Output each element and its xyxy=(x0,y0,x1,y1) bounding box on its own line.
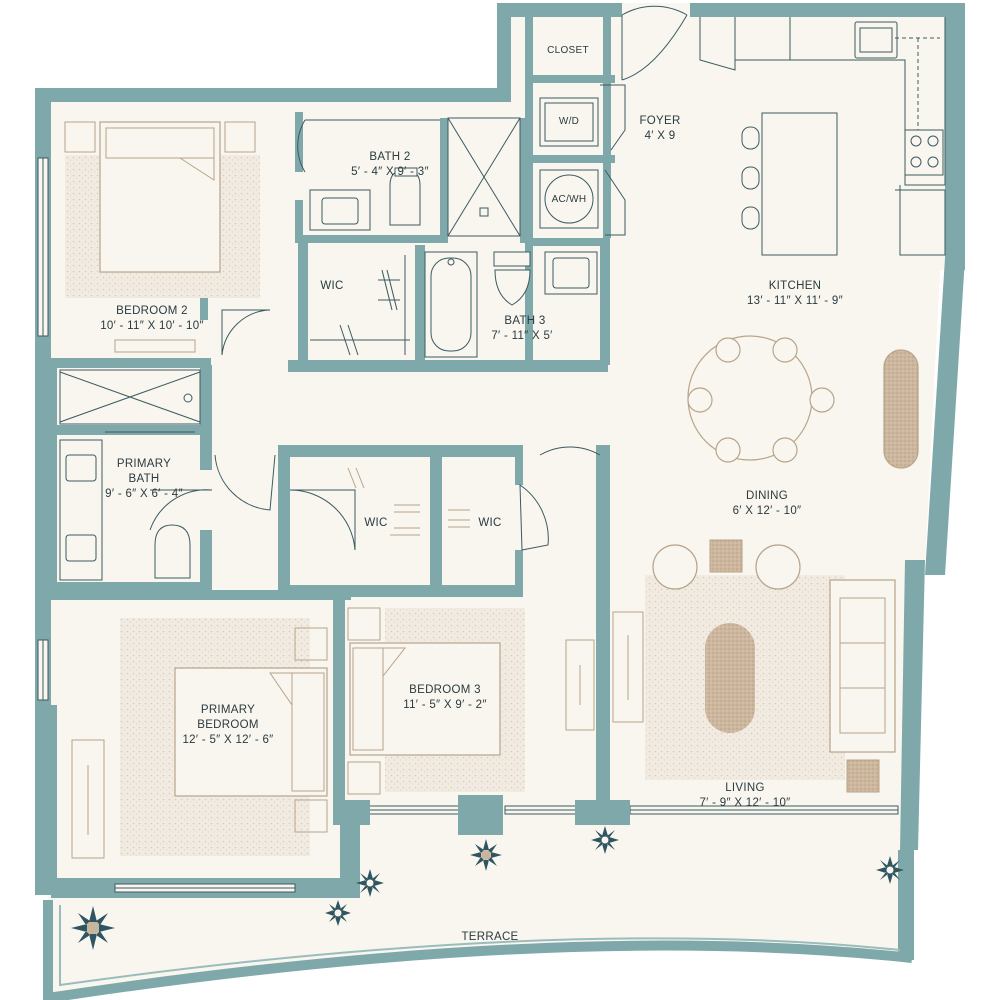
bedroom3-label: BEDROOM 3 xyxy=(409,684,481,696)
bath3-dims: 7′ - 11″ X 5′ xyxy=(491,330,552,342)
bath3-fixtures xyxy=(424,251,598,358)
kitchen-island xyxy=(741,112,838,256)
door-swings xyxy=(149,5,688,551)
wic-bed2-label: WIC xyxy=(320,280,343,292)
dining-label: DINING xyxy=(746,490,788,502)
primary-bedroom-label-2: BEDROOM xyxy=(197,719,259,731)
kitchen-label: KITCHEN xyxy=(769,280,822,292)
bath3-label: BATH 3 xyxy=(504,315,545,327)
primary-bedroom-dims: 12′ - 5″ X 12′ - 6″ xyxy=(182,734,273,746)
bedroom2-dims: 10′ - 11″ X 10′ - 10″ xyxy=(100,320,204,332)
terrace-plants xyxy=(71,826,904,950)
wic-bed2-shelves xyxy=(310,255,410,356)
foyer-label: FOYER xyxy=(639,115,680,127)
terrace-rail xyxy=(43,900,913,1000)
primary-bath-fixtures xyxy=(59,369,201,581)
windows xyxy=(37,157,899,893)
primary-bath-dims: 9′ - 6″ X 6′ - 4″ xyxy=(105,488,183,500)
living-dims: 7′ - 9″ X 12′ - 10″ xyxy=(699,797,790,809)
washer-dryer-label: W/D xyxy=(559,116,579,127)
interior-walls xyxy=(51,17,630,835)
dining-dims: 6′ X 12′ - 10″ xyxy=(733,505,802,517)
bath2-fixtures xyxy=(309,117,521,237)
foyer-dims: 4′ X 9 xyxy=(645,130,676,142)
wic-primary-label: WIC xyxy=(364,517,387,529)
wic-shelves xyxy=(347,467,470,536)
living-furniture xyxy=(612,539,896,793)
kitchen-counters xyxy=(699,17,946,256)
bath2-label: BATH 2 xyxy=(369,151,410,163)
terrace-label: TERRACE xyxy=(461,931,518,943)
bedroom3-dims: 11′ - 5″ X 9′ - 2″ xyxy=(403,699,486,711)
primary-bath-label-2: BATH xyxy=(128,473,159,485)
dining-set xyxy=(687,335,919,469)
utility-fixtures xyxy=(539,97,599,229)
ac-wh-label: AC/WH xyxy=(552,194,587,205)
bedroom2-label: BEDROOM 2 xyxy=(116,305,188,317)
closet-label: CLOSET xyxy=(547,45,589,56)
bath2-dims: 5′ - 4″ X 9′ - 3″ xyxy=(351,166,429,178)
living-label: LIVING xyxy=(725,782,765,794)
bedroom3-furniture xyxy=(347,607,595,795)
exterior-walls xyxy=(35,3,965,960)
primary-bedroom-label-1: PRIMARY xyxy=(201,704,255,716)
primary-bedroom-furniture xyxy=(71,618,328,859)
primary-bath-label-1: PRIMARY xyxy=(117,458,171,470)
bedroom2-furniture xyxy=(64,121,260,353)
wic-bed3-label: WIC xyxy=(478,517,501,529)
room-labels: CLOSET W/D AC/WH FOYER 4′ X 9 BATH 2 5′ … xyxy=(100,45,843,943)
kitchen-dims: 13′ - 11″ X 11′ - 9″ xyxy=(747,295,843,307)
